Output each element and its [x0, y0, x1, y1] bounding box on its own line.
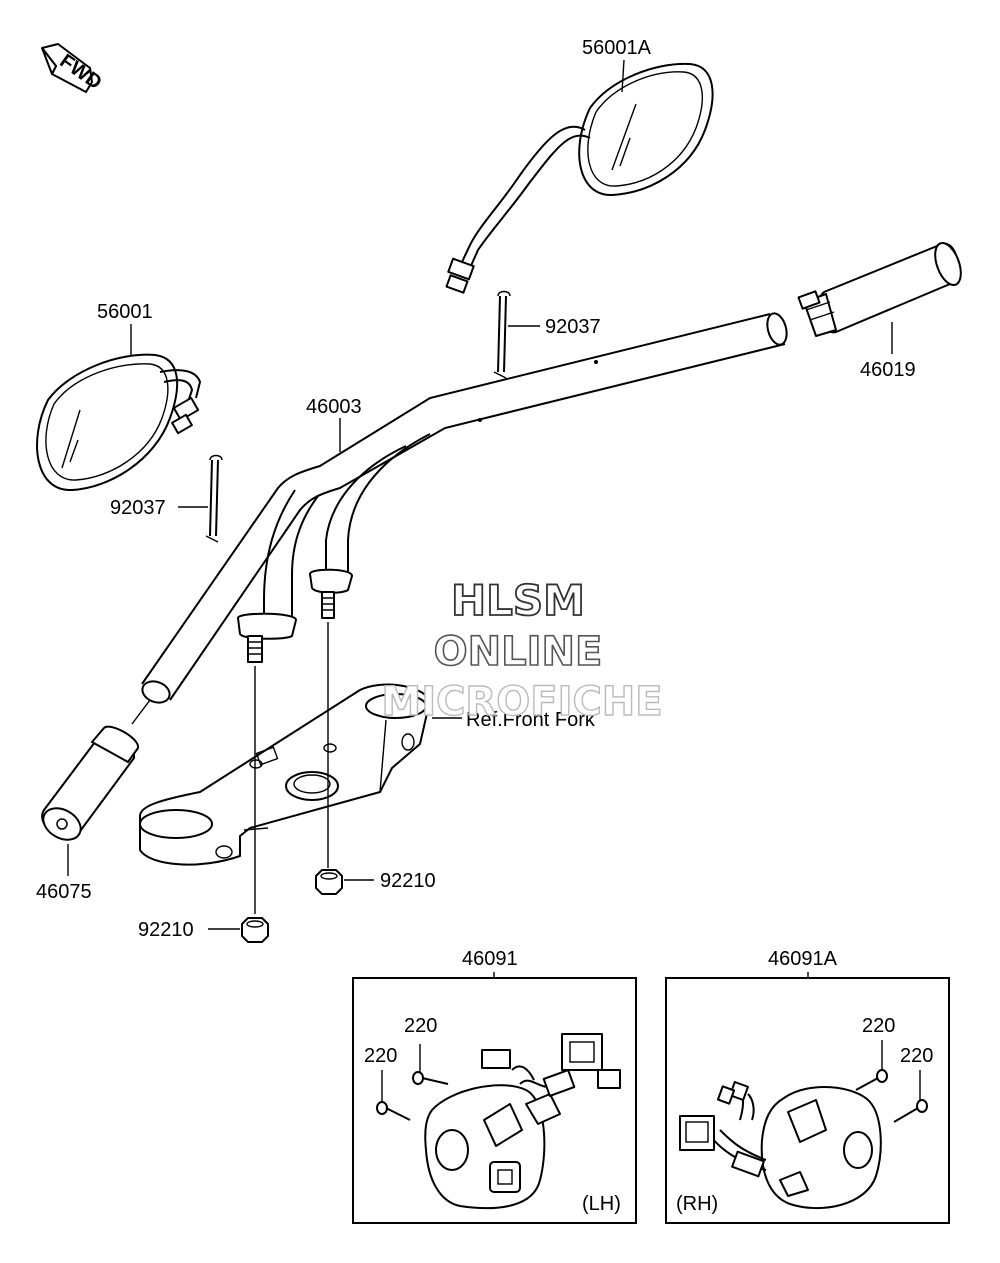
throttle-grip[interactable]	[797, 240, 965, 337]
watermark: HLSM ONLINE MICROFICHE	[381, 575, 664, 726]
leader-46075-b	[131, 699, 151, 725]
clip-left[interactable]	[205, 454, 223, 543]
screw-lh-a[interactable]	[412, 1071, 449, 1085]
mirror-left[interactable]	[36, 353, 202, 492]
screw-rh-b[interactable]	[893, 1099, 928, 1123]
label-lh-screw-b[interactable]: 220	[364, 1045, 397, 1067]
label-throttle-grip[interactable]: 46019	[860, 359, 916, 381]
handlebar[interactable]	[139, 311, 789, 706]
nut-left[interactable]	[241, 917, 269, 943]
label-rh-screw-b[interactable]: 220	[900, 1045, 933, 1067]
label-clip-right[interactable]: 92037	[545, 316, 601, 338]
label-rh-tag: (RH)	[676, 1193, 718, 1215]
label-front-fork[interactable]: Ref.Front Fork	[466, 709, 596, 731]
nut-right[interactable]	[315, 869, 343, 895]
clip-right[interactable]	[493, 290, 511, 379]
label-nut-right[interactable]: 92210	[380, 870, 436, 892]
label-handlebar[interactable]: 46003	[306, 396, 362, 418]
label-nut-left[interactable]: 92210	[138, 919, 194, 941]
label-lh-tag: (LH)	[582, 1193, 621, 1215]
watermark-line1: HLSM	[451, 576, 585, 625]
watermark-line2: ONLINE	[434, 629, 603, 675]
label-mirror-right[interactable]: 56001A	[582, 37, 652, 59]
label-rh-screw-a[interactable]: 220	[862, 1015, 895, 1037]
watermark-line3: MICROFICHE	[381, 679, 662, 725]
screw-lh-b[interactable]	[376, 1101, 411, 1121]
label-switch-lh[interactable]: 46091	[462, 948, 518, 970]
label-lh-screw-a[interactable]: 220	[404, 1015, 437, 1037]
mirror-right[interactable]	[445, 62, 714, 294]
label-mirror-left[interactable]: 56001	[97, 301, 153, 323]
fwd-arrow-icon: FWD	[41, 43, 106, 94]
leader-56001a	[621, 59, 625, 93]
switch-rh[interactable]	[679, 1081, 882, 1210]
left-grip[interactable]	[38, 725, 139, 846]
switch-lh[interactable]	[424, 1033, 621, 1210]
label-switch-rh[interactable]: 46091A	[768, 948, 838, 970]
screw-rh-a[interactable]	[855, 1069, 888, 1091]
label-left-grip[interactable]: 46075	[36, 881, 92, 903]
label-clip-left[interactable]: 92037	[110, 497, 166, 519]
front-fork-bracket[interactable]	[139, 683, 431, 866]
